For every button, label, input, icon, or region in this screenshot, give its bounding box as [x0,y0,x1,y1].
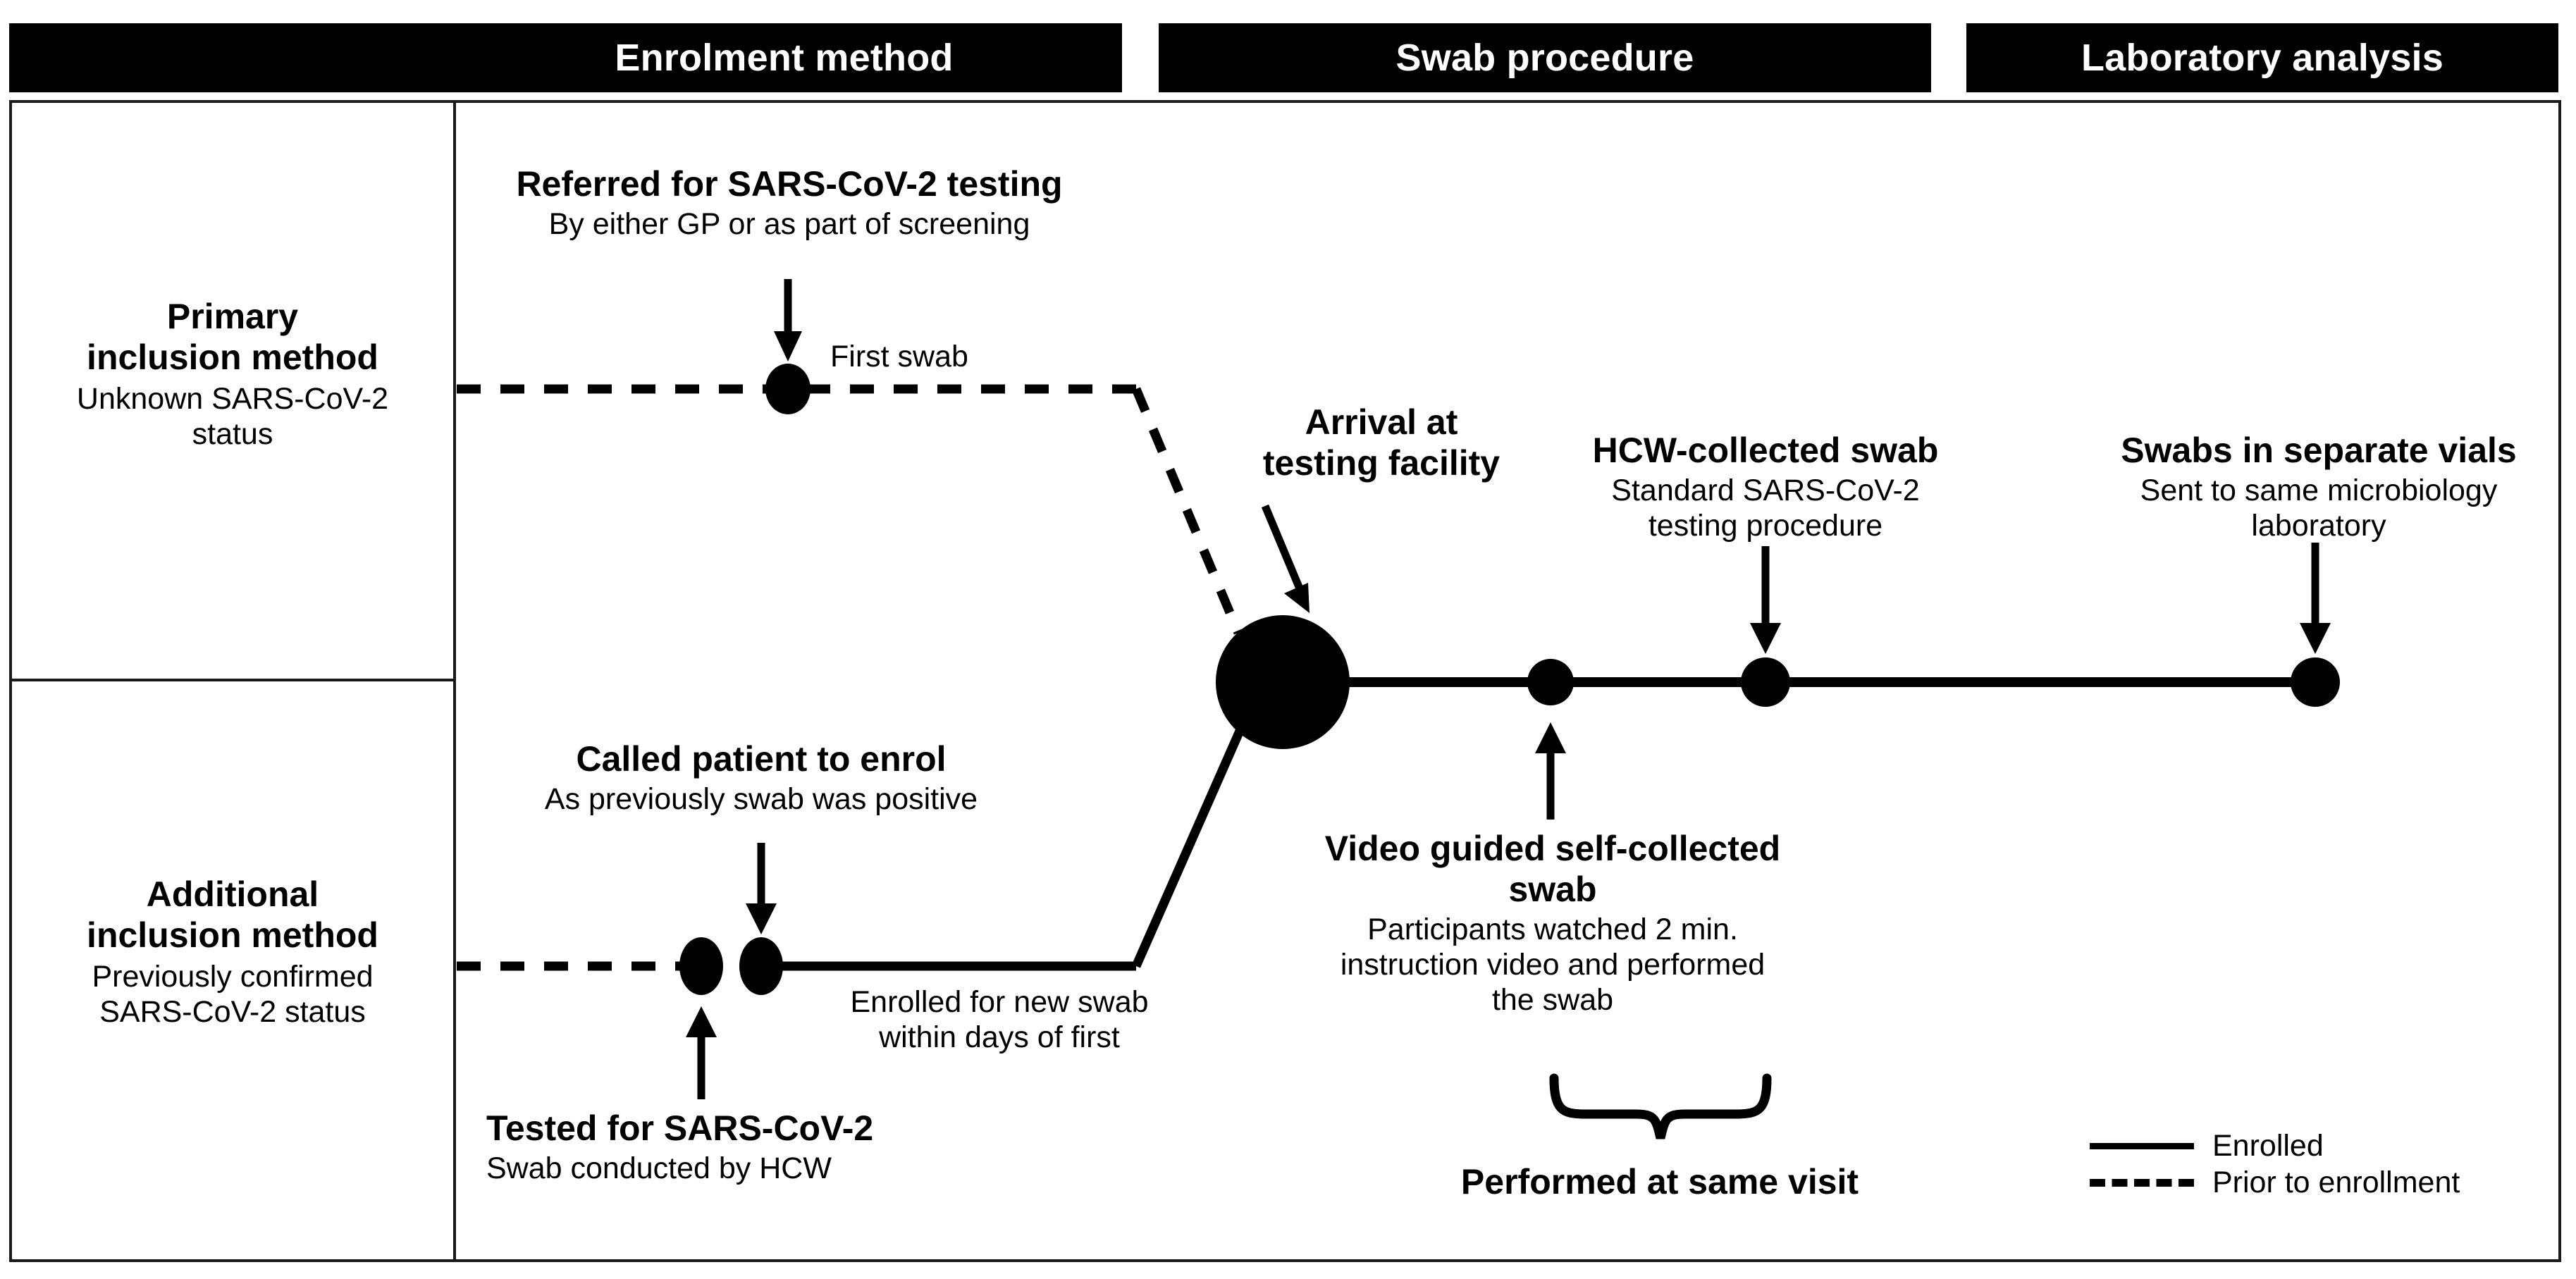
header-label-enrolment-method: Enrolment method [615,37,954,79]
annotation-vials-sub1: Sent to same microbiology [2140,474,2498,507]
annotation-tested-title: Tested for SARS-CoV-2 [486,1108,874,1148]
annotation-enrolled-line2: within days of first [879,1020,1120,1054]
row-label-primary-sub2: status [192,416,273,451]
annotation-arrival-line2: testing facility [1262,443,1500,483]
annotation-referred-sub: By either GP or as part of screening [548,207,1030,241]
header-bar-swab-procedure: Swab procedure [1159,23,1931,92]
annotation-enrolled-new-swab: Enrolled for new swab within days of fir… [788,985,1211,1056]
label-first-swab: First swab [830,340,968,373]
row-label-additional-line2: inclusion method [87,915,378,955]
annotation-self-sub1: Participants watched 2 min. [1367,913,1738,946]
row-label-primary-line1: Primary [166,297,299,336]
annotation-self-line2: swab [1508,870,1597,909]
annotation-tested-sub: Swab conducted by HCW [486,1151,832,1185]
legend-label-enrolled: Enrolled [2212,1128,2324,1163]
annotation-hcw-title: HCW-collected swab [1592,431,1939,470]
annotation-hcw-sub2: testing procedure [1648,508,1883,543]
legend-swatch-solid-line [2090,1142,2194,1149]
annotation-performed-same-visit: Performed at same visit [1403,1161,1917,1202]
annotation-vials-sub2: laboratory [2251,508,2386,543]
header-bar-enrolment-method: Enrolment method [9,23,1122,92]
legend: Enrolled Prior to enrollment [2090,1127,2460,1201]
row-label-additional-sub1: Previously confirmed [92,960,374,994]
legend-swatch-dashed-line [2090,1178,2194,1187]
annotation-called-title: Called patient to enrol [576,739,947,779]
annotation-same-visit-title: Performed at same visit [1460,1162,1859,1201]
row-label-additional: Additional inclusion method Previously c… [28,874,437,1030]
annotation-referred-title: Referred for SARS-CoV-2 testing [516,164,1063,204]
row-label-additional-line1: Additional [146,875,319,914]
annotation-called-sub: As previously swab was positive [544,782,978,816]
annotation-vials-title: Swabs in separate vials [2121,431,2517,470]
row-divider [9,679,456,681]
legend-label-prior-to-enrollment: Prior to enrollment [2212,1165,2460,1199]
annotation-arrival: Arrival at testing facility [1170,402,1593,483]
header-bar-laboratory-analysis: Laboratory analysis [1966,23,2558,92]
annotation-enrolled-line1: Enrolled for new swab [850,985,1149,1019]
annotation-tested-for-sars: Tested for SARS-CoV-2 Swab conducted by … [486,1108,1050,1187]
row-label-primary-sub1: Unknown SARS-CoV-2 [76,382,389,416]
annotation-self-line1: Video guided self-collected [1324,829,1781,868]
legend-item-enrolled: Enrolled [2090,1127,2460,1164]
annotation-called-patient: Called patient to enrol As previously sw… [479,739,1043,817]
row-label-primary: Primary inclusion method Unknown SARS-Co… [28,296,437,452]
annotation-vials: Swabs in separate vials Sent to same mic… [2072,430,2565,544]
row-label-additional-sub2: SARS-CoV-2 status [99,994,366,1029]
row-label-primary-line2: inclusion method [87,338,378,377]
annotation-hcw-swab: HCW-collected swab Standard SARS-CoV-2 t… [1536,430,1995,544]
annotation-self-sub3: the swab [1491,982,1614,1017]
annotation-self-sub2: instruction video and performed [1340,947,1765,982]
annotation-arrival-line1: Arrival at [1305,402,1458,442]
annotation-referred: Referred for SARS-CoV-2 testing By eithe… [472,163,1107,242]
legend-item-prior-to-enrollment: Prior to enrollment [2090,1164,2460,1201]
header-label-swab-procedure: Swab procedure [1395,37,1694,79]
header-label-laboratory-analysis: Laboratory analysis [2081,37,2443,79]
annotation-self-collected-swab: Video guided self-collected swab Partici… [1295,828,1810,1018]
annotation-hcw-sub1: Standard SARS-CoV-2 [1611,474,1920,507]
